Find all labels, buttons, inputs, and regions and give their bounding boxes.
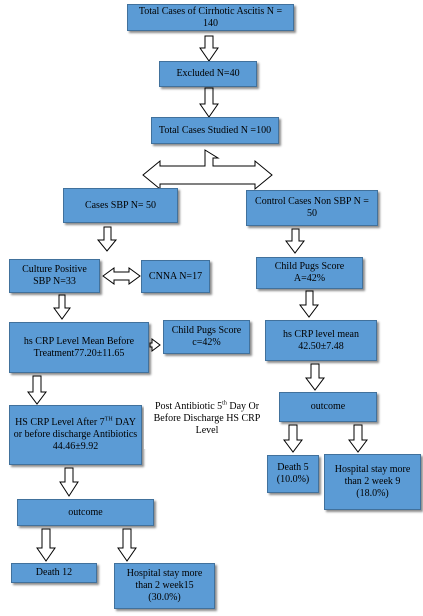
arrow-total-to-excluded: [199, 35, 219, 62]
arrow-culture-to-crpbefore: [53, 294, 71, 320]
studied-node: Total Cases Studied N =100: [151, 117, 279, 144]
hs-crp-after-node: HS CRP Level After 7TH DAY or before dis…: [9, 405, 142, 465]
post-antibiotic-note: Post Antibiotic 5th Day Or Before Discha…: [144, 389, 270, 449]
outcome-sbp-node: outcome: [17, 499, 154, 526]
hs-crp-before-node: hs CRP Level Mean Before Treatment77.20±…: [9, 322, 149, 373]
hs-crp-control-node: hs CRP level mean 42.50±7.48: [265, 320, 377, 361]
arrow-control-to-childpugs: [285, 228, 305, 254]
death-sbp-node: Death 12: [11, 563, 97, 583]
child-pugs-sbp-node: Child Pugs Score c=42%: [163, 320, 250, 354]
cnna-node: CNNA N=17: [141, 260, 210, 293]
arrow-crpbefore-to-crpafter: [27, 375, 47, 405]
child-pugs-control-node: Child Pugs Score A=42%: [256, 257, 363, 289]
arrow-crpafter-to-outcome: [59, 467, 79, 497]
total-cases-node: Total Cases of Cirrhotic Ascitis N = 140: [127, 4, 294, 31]
culture-positive-node: Culture Positive SBP N=33: [9, 259, 100, 293]
excluded-node: Excluded N=40: [159, 61, 257, 87]
arrow-outcome-to-death: [283, 424, 303, 453]
death-control-node: Death 5 (10.0%): [267, 455, 319, 493]
arrow-excluded-to-studied: [199, 87, 219, 118]
arrow-outcomesbp-to-death: [36, 528, 56, 562]
arrow-culture-cnna: [102, 267, 141, 285]
arrow-outcome-to-hospital: [348, 424, 368, 453]
split-arrow: [142, 149, 273, 191]
hospital-sbp-node: Hospital stay more than 2 week15 (30.0%): [114, 563, 215, 609]
arrow-crpcontrol-to-outcome: [305, 363, 325, 391]
cases-sbp-node: Cases SBP N= 50: [63, 188, 178, 223]
arrow-crpbefore-to-childpugsc: [149, 338, 161, 352]
hospital-control-node: Hospital stay more than 2 week 9 (18.0%): [324, 454, 421, 510]
arrow-outcomesbp-to-hospital: [117, 528, 137, 562]
arrow-childpugs-to-crpcontrol: [299, 290, 319, 318]
arrow-sbp-to-culture: [96, 226, 118, 252]
outcome-control-node: outcome: [279, 392, 377, 422]
control-cases-node: Control Cases Non SBP N = 50: [246, 190, 378, 226]
